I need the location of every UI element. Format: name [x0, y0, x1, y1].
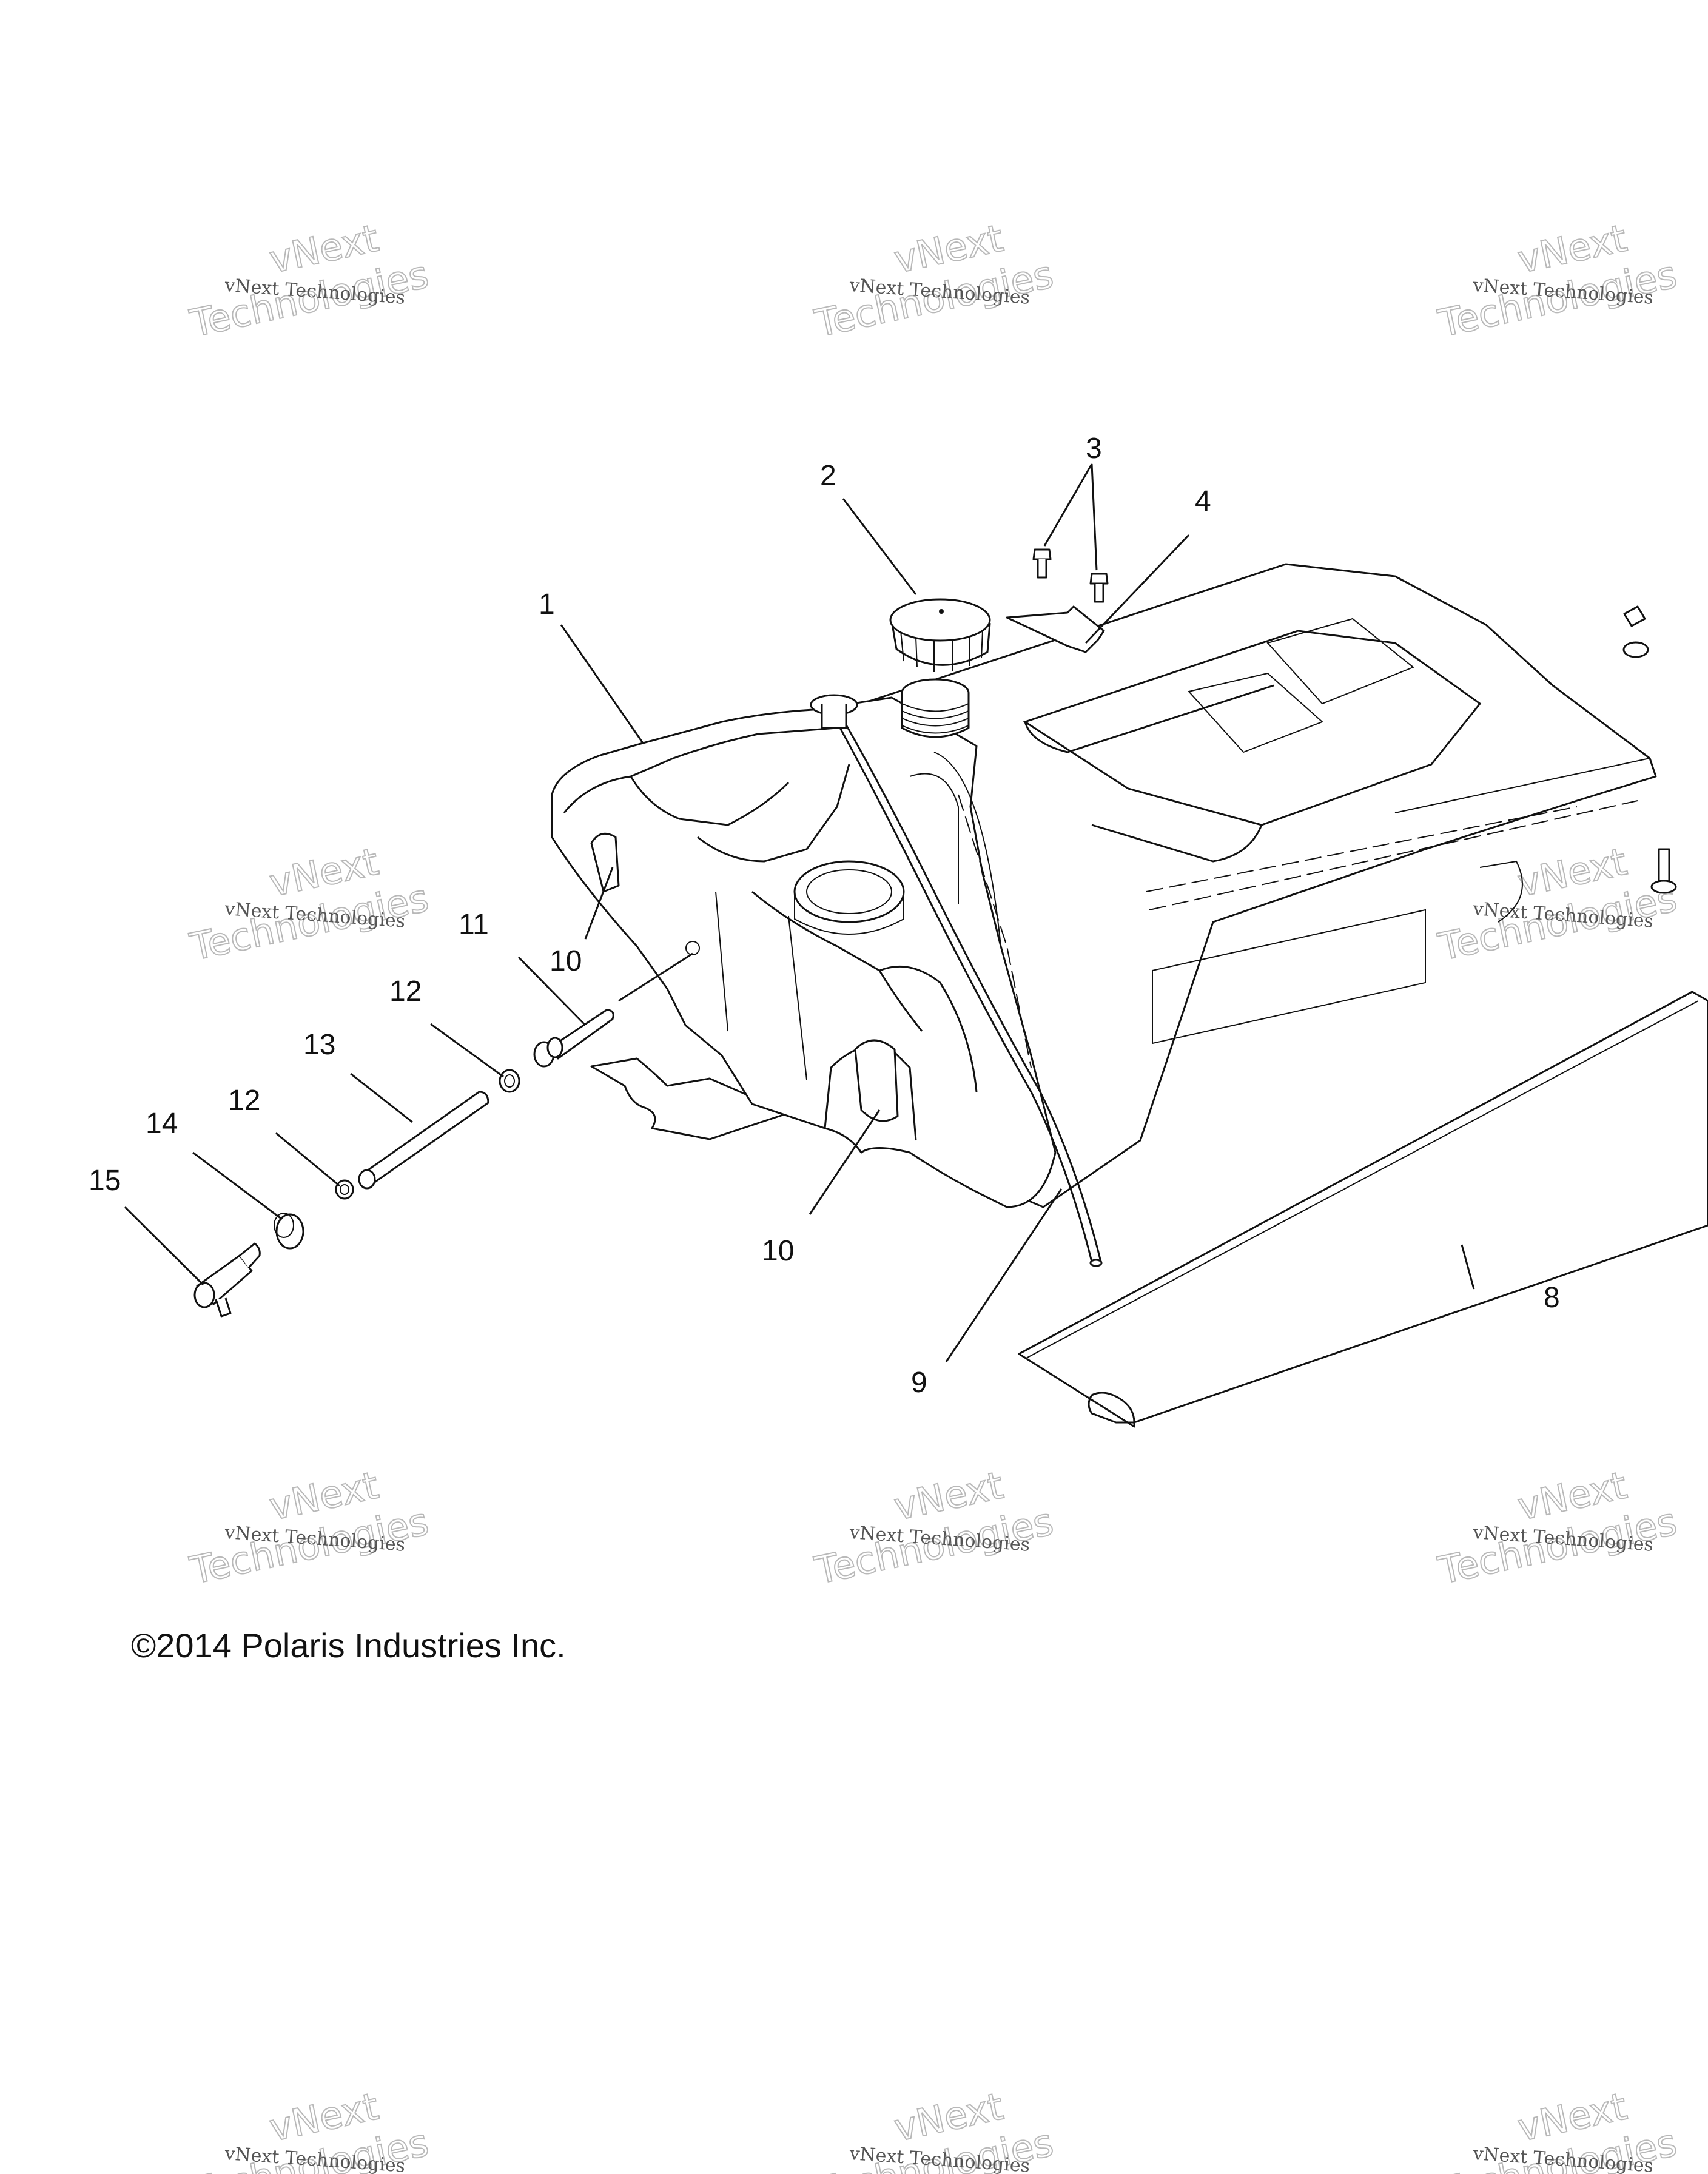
watermark: vNext Technologies vNext Technologies [186, 2084, 433, 2174]
edge-hardware [1622, 605, 1677, 894]
rear-frame [824, 563, 1657, 1208]
watermark: vNext Technologies vNext Technologies [810, 2084, 1058, 2174]
fuel-hose [358, 1091, 489, 1190]
callout-15: 15 [89, 1165, 121, 1197]
callout-14: 14 [146, 1108, 178, 1140]
screw [1032, 548, 1052, 579]
retaining-bracket [1006, 605, 1105, 653]
callout-10-lower: 10 [762, 1235, 794, 1267]
callout-2: 2 [820, 460, 836, 492]
callout-9: 9 [911, 1367, 927, 1399]
fuel-cap [889, 598, 991, 672]
callout-8: 8 [1544, 1282, 1560, 1314]
elbow-fitting [193, 1242, 261, 1318]
heat-shield [1018, 991, 1708, 1428]
copyright-notice: ©2014 Polaris Industries Inc. [131, 1626, 566, 1664]
vent-hose [839, 727, 1093, 1262]
tank-pad [590, 1057, 790, 1140]
callout-12-upper: 12 [389, 975, 422, 1008]
callouts: 1 2 3 4 8 9 10 10 11 12 12 13 14 15 [89, 432, 1560, 1399]
callout-13: 13 [303, 1029, 335, 1061]
watermark: vNext Technologies vNext Technologies [1434, 1462, 1681, 1593]
leader-lines [124, 463, 1475, 1362]
watermark: vNext Technologies vNext Technologies [186, 839, 433, 970]
callout-12-lower: 12 [228, 1085, 260, 1117]
watermark: vNext Technologies vNext Technologies [810, 215, 1058, 346]
watermark: vNext Technologies vNext Technologies [1434, 2084, 1681, 2174]
hose-clamp [499, 1069, 520, 1093]
watermark: vNext Technologies vNext Technologies [186, 1462, 433, 1593]
callout-1: 1 [539, 588, 555, 621]
watermark: vNext Technologies vNext Technologies [810, 1462, 1058, 1593]
screw [1089, 573, 1109, 603]
callout-4: 4 [1195, 485, 1211, 517]
hose-clamp [335, 1179, 354, 1200]
callout-10-upper: 10 [550, 945, 582, 977]
callout-3: 3 [1086, 432, 1102, 465]
outlet-fitting [533, 1009, 614, 1068]
watermark: vNext Technologies vNext Technologies [1434, 839, 1681, 970]
heat-shield-edge [1024, 1000, 1699, 1359]
watermark: vNext Technologies vNext Technologies [1434, 215, 1681, 346]
fuel-tank [551, 678, 1057, 1208]
grommet [274, 1213, 304, 1250]
callout-11: 11 [459, 909, 489, 941]
watermark: vNext Technologies vNext Technologies [186, 215, 433, 346]
